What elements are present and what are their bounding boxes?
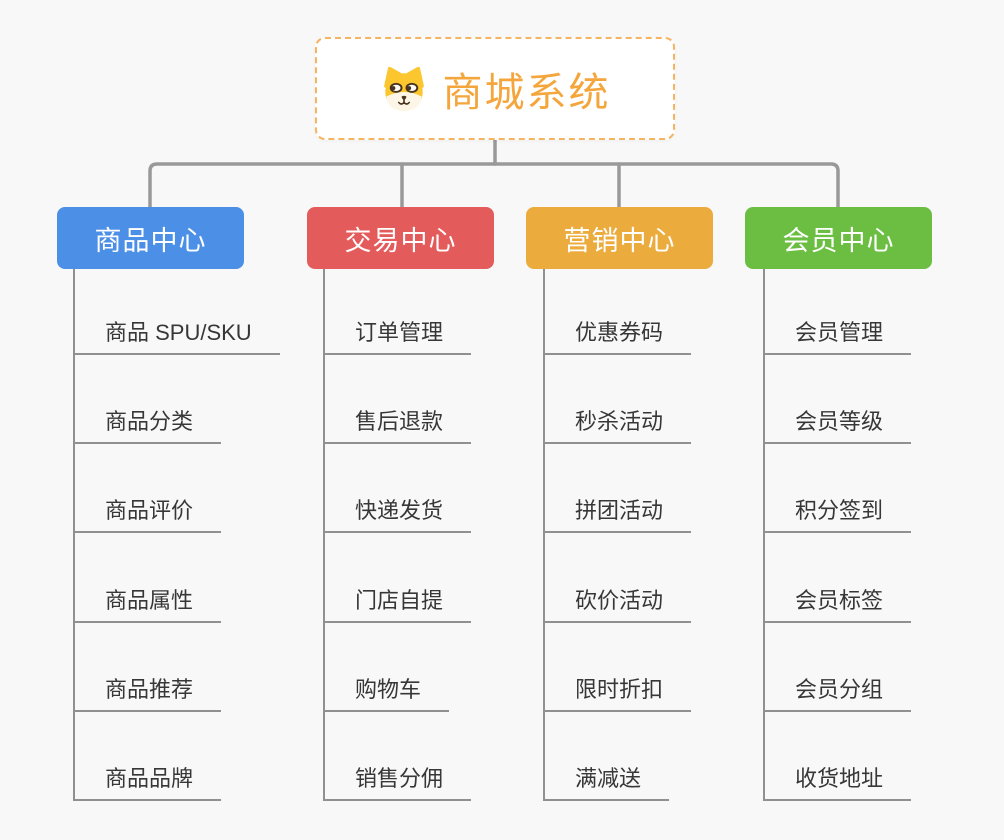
leaf-node[interactable]: 会员等级: [765, 406, 912, 444]
leaf-node[interactable]: 商品 SPU/SKU: [75, 317, 280, 355]
leaf-node[interactable]: 购物车: [325, 674, 450, 712]
branch-children-column: 会员管理会员等级积分签到会员标签会员分组收货地址: [763, 269, 1004, 801]
branch-node[interactable]: 交易中心: [307, 207, 494, 269]
dog-face-icon: [383, 66, 424, 111]
branch-children-column: 订单管理售后退款快递发货门店自提购物车销售分佣: [323, 269, 565, 801]
leaf-node[interactable]: 拼团活动: [545, 495, 692, 533]
leaf-node[interactable]: 销售分佣: [325, 763, 472, 801]
leaf-node[interactable]: 满减送: [545, 763, 670, 801]
leaf-node[interactable]: 快递发货: [325, 495, 472, 533]
leaf-node[interactable]: 限时折扣: [545, 674, 692, 712]
leaf-node[interactable]: 订单管理: [325, 317, 472, 355]
leaf-node[interactable]: 会员管理: [765, 317, 912, 355]
leaf-node[interactable]: 收货地址: [765, 763, 912, 801]
branch-children-column: 优惠券码秒杀活动拼团活动砍价活动限时折扣满减送: [543, 269, 785, 801]
leaf-node[interactable]: 优惠券码: [545, 317, 692, 355]
leaf-node[interactable]: 门店自提: [325, 585, 472, 623]
root-node[interactable]: 商城系统: [315, 37, 675, 140]
leaf-node[interactable]: 会员分组: [765, 674, 912, 712]
branch-node[interactable]: 营销中心: [526, 207, 713, 269]
leaf-node[interactable]: 砍价活动: [545, 585, 692, 623]
leaf-node[interactable]: 秒杀活动: [545, 406, 692, 444]
leaf-node[interactable]: 商品分类: [75, 406, 222, 444]
leaf-node[interactable]: 商品推荐: [75, 674, 222, 712]
leaf-node[interactable]: 商品品牌: [75, 763, 222, 801]
leaf-node[interactable]: 商品属性: [75, 585, 222, 623]
branch-node[interactable]: 会员中心: [745, 207, 932, 269]
leaf-node[interactable]: 会员标签: [765, 585, 912, 623]
leaf-node[interactable]: 积分签到: [765, 495, 912, 533]
leaf-node[interactable]: 商品评价: [75, 495, 222, 533]
branch-children-column: 商品 SPU/SKU 商品分类商品评价商品属性商品推荐商品品牌: [73, 269, 315, 801]
leaf-node[interactable]: 售后退款: [325, 406, 472, 444]
root-node-label: 商城系统: [442, 70, 611, 115]
branch-node[interactable]: 商品中心: [57, 207, 244, 269]
trunk-line: [148, 162, 840, 209]
